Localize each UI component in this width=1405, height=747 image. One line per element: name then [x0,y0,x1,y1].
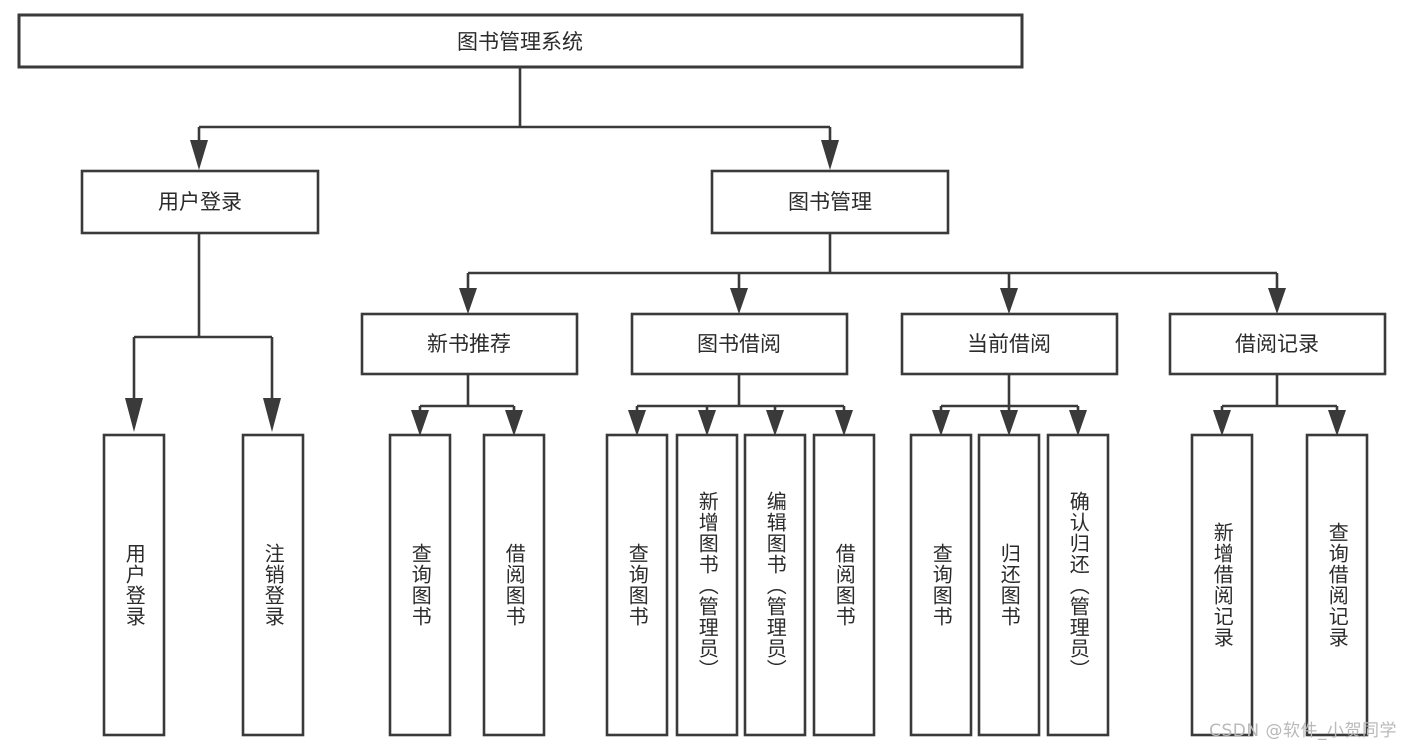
arrow-borrow-leaf-3 [766,410,784,436]
node-root-label: 图书管理系统 [457,30,583,54]
node-book-borrow-label: 图书借阅 [697,332,781,356]
node-book-management-label: 图书管理 [788,190,872,214]
arrow-to-user-login [190,140,208,170]
node-leaf-user-login[interactable] [102,433,166,737]
node-current-borrow-label: 当前借阅 [967,332,1051,356]
arrow-current-leaf-3 [1069,410,1087,436]
node-leaf-newbooks-borrow-book[interactable] [482,433,546,737]
arrow-to-book-mgmt [821,140,839,170]
arrow-newbooks-leaf-2 [505,410,523,436]
arrow-to-new-books [459,288,477,314]
arrow-userlogin-leaf-2 [263,398,281,432]
node-new-book-recommend[interactable] [360,312,579,376]
arrow-current-leaf-2 [1000,410,1018,436]
node-book-borrow[interactable] [630,312,849,376]
connectors-group [125,67,1346,436]
arrow-current-leaf-1 [932,410,950,436]
node-leaf-current-confirm-return-admin[interactable] [1046,433,1110,737]
arrow-newbooks-leaf-1 [411,410,429,436]
node-root-book-management-system[interactable] [17,13,1024,69]
nodes-group: 图书管理系统 用户登录 图书管理 新书推荐 图书借阅 当前借阅 借阅记录 [17,13,1387,737]
node-leaf-records-add-record[interactable] [1190,433,1254,737]
node-book-management[interactable] [710,169,950,235]
node-leaf-newbooks-query-book[interactable] [388,433,452,737]
node-leaf-logout[interactable] [241,433,305,737]
node-leaf-current-query-book[interactable] [909,433,973,737]
arrow-to-book-borrow [730,288,748,314]
node-leaf-borrow-borrow-book[interactable] [812,433,876,737]
arrow-records-leaf-1 [1213,410,1231,436]
node-user-login-label: 用户登录 [158,190,242,214]
node-new-book-recommend-label: 新书推荐 [427,332,511,356]
node-current-borrow[interactable] [900,312,1119,376]
arrow-records-leaf-2 [1328,410,1346,436]
node-borrow-records[interactable] [1168,312,1387,376]
arrow-borrow-leaf-2 [698,410,716,436]
arrow-to-borrow-records [1268,288,1286,314]
node-leaf-borrow-query-book[interactable] [605,433,669,737]
arrow-borrow-leaf-1 [628,410,646,436]
arrow-borrow-leaf-4 [835,410,853,436]
watermark-text: CSDN @软件_小贺同学 [1209,721,1397,741]
node-borrow-records-label: 借阅记录 [1235,332,1319,356]
node-leaf-records-query-record[interactable] [1305,433,1369,737]
arrow-to-current-borrow [1000,288,1018,314]
node-leaf-borrow-edit-book-admin[interactable] [743,433,807,737]
arrow-userlogin-leaf-1 [125,398,143,432]
node-leaf-borrow-add-book-admin[interactable] [675,433,739,737]
node-leaf-current-return-book[interactable] [977,433,1041,737]
node-user-login[interactable] [80,169,320,235]
